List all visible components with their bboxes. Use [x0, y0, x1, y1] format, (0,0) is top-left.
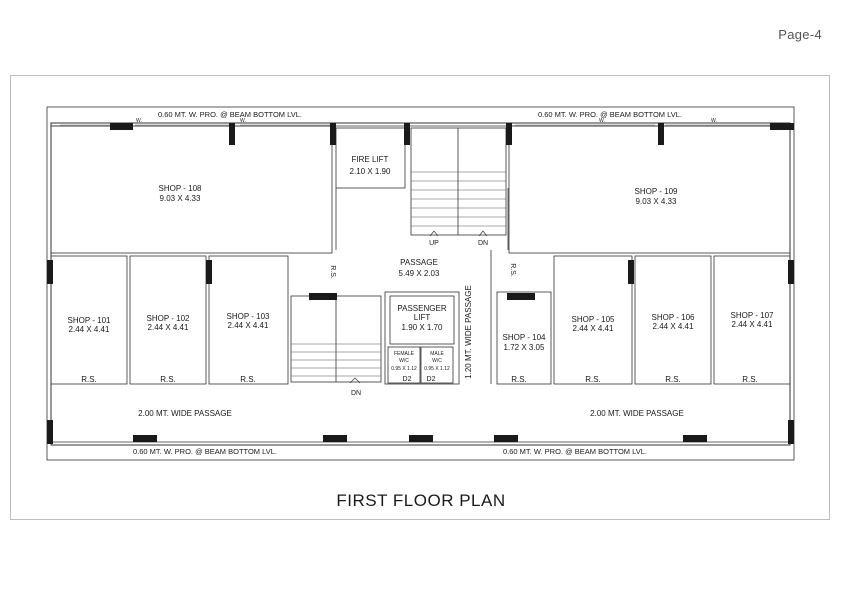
room-size-shop-107: 2.44 X 4.41	[732, 320, 773, 329]
room-size-shop-101: 2.44 X 4.41	[69, 325, 110, 334]
window-mark: W.	[240, 118, 246, 124]
projection-label-top-right: 0.60 MT. W. PRO. @ BEAM BOTTOM LVL.	[538, 110, 682, 119]
shop-109-walls	[508, 125, 791, 254]
rs-mark: R.S.	[742, 375, 758, 384]
room-name-shop-109: SHOP - 109	[635, 187, 679, 196]
passenger-lift-walls	[389, 295, 455, 345]
stair-down-label: DN	[478, 240, 488, 247]
rs-mark: R.S.	[240, 375, 256, 384]
male-wc-walls	[420, 346, 454, 384]
room-name-shop-102: SHOP - 102	[147, 314, 191, 323]
rs-mark-vertical-left: R.S.	[329, 265, 336, 279]
room-name-shop-101: SHOP - 101	[68, 316, 112, 325]
wide-passage-label-right: 2.00 MT. WIDE PASSAGE	[590, 409, 684, 418]
room-name-shop-104: SHOP - 104	[503, 333, 547, 342]
room-size-shop-106: 2.44 X 4.41	[653, 322, 694, 331]
room-size-male-wc: 0.95 X 1.12	[424, 366, 450, 372]
room-name-shop-108: SHOP - 108	[159, 184, 203, 193]
room-size-shop-104: 1.72 X 3.05	[504, 343, 545, 352]
room-size-shop-109: 9.03 X 4.33	[636, 197, 677, 206]
stair-up-label: UP	[429, 240, 439, 247]
shop-106-walls	[634, 255, 712, 385]
shop-108-walls	[50, 125, 333, 254]
wide-passage-label-left: 2.00 MT. WIDE PASSAGE	[138, 409, 232, 418]
core-block	[384, 291, 460, 385]
room-size-female-wc: 0.95 X 1.12	[391, 366, 417, 372]
shop-101-walls	[50, 255, 128, 385]
room-size-passage: 5.49 X 2.03	[399, 269, 440, 278]
projection-label-top-left: 0.60 MT. W. PRO. @ BEAM BOTTOM LVL.	[158, 110, 302, 119]
room-size-fire-lift: 2.10 X 1.90	[350, 167, 391, 176]
door-mark-female-wc: D2	[403, 376, 412, 383]
shop-104-walls	[496, 291, 552, 385]
door-mark-male-wc: D2	[427, 376, 436, 383]
page-number: Page-4	[778, 27, 822, 42]
room-name-fire-lift: FIRE LIFT	[352, 155, 389, 164]
shop-103-walls	[208, 255, 289, 385]
columns	[47, 123, 794, 444]
projection-outline	[46, 106, 795, 461]
projection-label-bottom-left: 0.60 MT. W. PRO. @ BEAM BOTTOM LVL.	[133, 447, 277, 456]
shop-102-walls	[129, 255, 207, 385]
window-mark: W.	[599, 118, 605, 124]
rs-mark-vertical-right: R.S.	[509, 263, 516, 277]
plan-title: FIRST FLOOR PLAN	[336, 491, 506, 510]
rs-mark: R.S.	[81, 375, 97, 384]
room-name-male-wc-2: W/C	[432, 358, 442, 364]
room-size-shop-108: 9.03 X 4.33	[160, 194, 201, 203]
room-name-passenger-lift: PASSENGER	[397, 304, 446, 313]
window-mark: W.	[136, 118, 142, 124]
room-name-shop-103: SHOP - 103	[227, 312, 271, 321]
room-name-shop-107: SHOP - 107	[731, 311, 775, 320]
window-mark: W.	[711, 118, 717, 124]
vertical-passage-label: 1.20 MT. WIDE PASSAGE	[464, 285, 473, 379]
room-name-female-wc-2: W/C	[399, 358, 409, 364]
room-name-female-wc: FEMALE	[394, 351, 415, 357]
upper-stair	[410, 127, 507, 236]
room-name-shop-106: SHOP - 106	[652, 313, 696, 322]
stair-down-label-lower: DN	[351, 390, 361, 397]
room-name-passenger-lift-2: LIFT	[414, 313, 431, 322]
room-size-shop-103: 2.44 X 4.41	[228, 321, 269, 330]
room-name-male-wc: MALE	[430, 351, 444, 357]
room-size-shop-102: 2.44 X 4.41	[148, 323, 189, 332]
shop-107-walls	[713, 255, 791, 385]
rs-mark: R.S.	[585, 375, 601, 384]
fire-lift-walls	[335, 127, 406, 189]
shop-105-walls	[553, 255, 633, 385]
room-size-shop-105: 2.44 X 4.41	[573, 324, 614, 333]
room-name-passage: PASSAGE	[400, 258, 438, 267]
room-size-passenger-lift: 1.90 X 1.70	[402, 323, 443, 332]
rs-mark: R.S.	[160, 375, 176, 384]
rs-mark: R.S.	[511, 375, 527, 384]
projection-label-bottom-right: 0.60 MT. W. PRO. @ BEAM BOTTOM LVL.	[503, 447, 647, 456]
drawing-frame	[10, 75, 830, 520]
room-name-shop-105: SHOP - 105	[572, 315, 616, 324]
female-wc-walls	[387, 346, 421, 384]
rs-mark: R.S.	[665, 375, 681, 384]
building-outline	[50, 122, 791, 446]
